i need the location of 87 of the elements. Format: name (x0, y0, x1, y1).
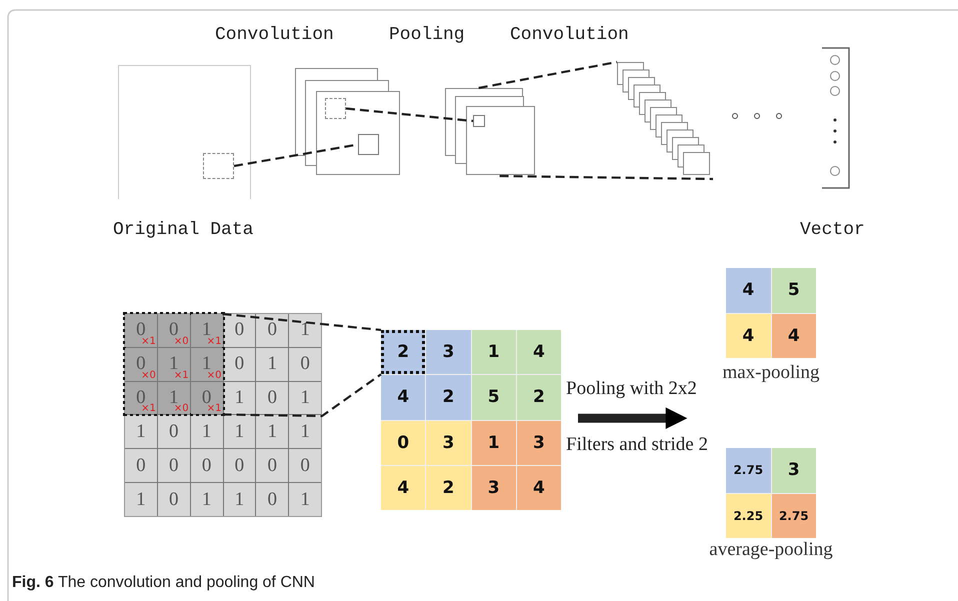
matrix-cell: 1 (190, 415, 222, 448)
output-matrix (726, 268, 816, 358)
weight-label: ×0 (174, 404, 189, 414)
matrix-cell: 3 (426, 420, 470, 465)
matrix-cell: 3 (772, 448, 816, 492)
input-matrix (124, 313, 322, 517)
matrix-cell: 0 (224, 348, 256, 381)
layer-label: Vector (800, 220, 865, 240)
feature-map-stack (445, 88, 536, 176)
matrix-cell: 0 (256, 314, 288, 347)
matrix-cell: 0 (256, 483, 288, 516)
weight-label: ×1 (141, 336, 156, 347)
matrix-cell: 4 (726, 268, 770, 312)
matrix-cell: 1 (472, 420, 516, 465)
highlighted-cell: 2 (381, 330, 426, 374)
matrix-cell: 4 (516, 466, 561, 510)
projection-line (478, 60, 618, 90)
vector-column (822, 47, 850, 189)
matrix-cell: 1 (472, 330, 516, 374)
receptive-field (325, 98, 346, 119)
weight-label: ×0 (206, 370, 222, 381)
matrix-cell: 4 (516, 330, 561, 374)
matrix-cell: 1 (256, 415, 288, 448)
layer-label: Convolution (510, 25, 629, 45)
matrix-cell: 0 (224, 314, 256, 347)
matrix-cell: 2 (426, 375, 470, 420)
matrix-cell: 0 (256, 382, 288, 414)
matrix-cell: 3 (426, 330, 470, 374)
matrix-cell: 2.25 (726, 494, 770, 538)
layer-label: Pooling (389, 25, 465, 45)
operation-label: Pooling with 2x2 (566, 378, 697, 400)
matrix-cell: 2 (516, 375, 561, 420)
matrix-cell: 1 (125, 483, 157, 516)
output-matrix (726, 448, 816, 538)
matrix-cell: 5 (772, 268, 816, 312)
matrix-cell: 3 (472, 466, 516, 510)
matrix-cell: 0 (289, 348, 321, 381)
matrix-cell: 0 (256, 449, 288, 482)
matrix-cell: 0 (158, 415, 190, 448)
matrix-cell: 0 (289, 449, 321, 482)
weight-label: ×0 (141, 370, 156, 381)
matrix-cell: 4 (772, 314, 816, 358)
layer-label: average-pooling (709, 539, 833, 561)
layer-label: Convolution (215, 25, 334, 45)
matrix-cell: 2.75 (726, 448, 770, 492)
projection-line (500, 174, 714, 180)
projection-line (222, 373, 382, 418)
matrix-cell: 1 (224, 382, 256, 414)
matrix-cell: 0 (190, 449, 222, 482)
matrix-cell: 1 (289, 382, 321, 414)
arrow (578, 407, 688, 429)
matrix-cell: 1 (125, 415, 157, 448)
matrix-cell: 4 (381, 466, 426, 510)
matrix-cell: 1 (190, 483, 222, 516)
kernel-window (125, 314, 222, 414)
feature-map-stack (295, 68, 401, 176)
matrix-cell: 0 (224, 449, 256, 482)
feature-unit (358, 134, 379, 155)
weight-label: ×1 (206, 336, 222, 347)
figure-caption: Fig. 6 The convolution and pooling of CNN (12, 574, 315, 592)
matrix-cell: 2.75 (772, 494, 816, 538)
feature-matrix (381, 330, 561, 510)
matrix-cell: 0 (158, 449, 190, 482)
matrix-cell: 0 (158, 483, 190, 516)
matrix-cell: 1 (289, 314, 321, 347)
feature-unit (473, 115, 485, 127)
projection-line (346, 107, 474, 122)
image-frame (118, 65, 251, 199)
matrix-cell: 1 (256, 348, 288, 381)
matrix-cell: 2 (426, 466, 470, 510)
matrix-cell: 1 (289, 483, 321, 516)
matrix-cell: 0 (125, 449, 157, 482)
receptive-field (203, 153, 234, 179)
operation-label: Filters and stride 2 (566, 434, 708, 456)
matrix-cell: 0 (381, 420, 426, 465)
weight-label: ×1 (141, 404, 156, 414)
matrix-cell: 1 (224, 483, 256, 516)
matrix-cell: 4 (381, 375, 426, 420)
matrix-cell: 5 (472, 375, 516, 420)
weight-label: ×1 (206, 404, 222, 414)
projection-line (222, 312, 382, 332)
layer-label: max-pooling (722, 362, 820, 384)
matrix-cell: 4 (726, 314, 770, 358)
matrix-cell: 1 (289, 415, 321, 448)
matrix-cell: 1 (224, 415, 256, 448)
layer-label: Original Data (113, 220, 254, 240)
matrix-cell: 3 (516, 420, 561, 465)
